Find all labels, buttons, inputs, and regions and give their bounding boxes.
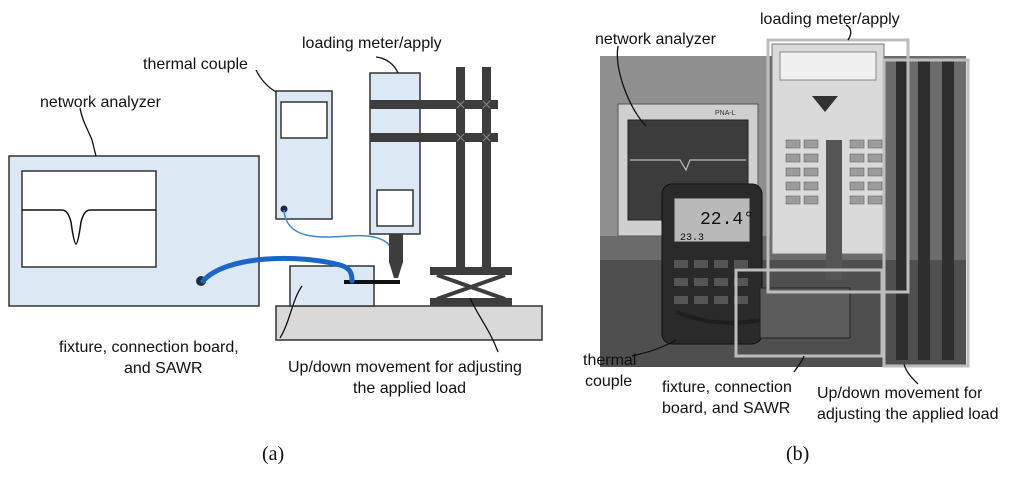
label-fixture-line2-a: and SAWR bbox=[124, 360, 203, 377]
photo-fixture bbox=[759, 287, 851, 339]
label-loading-meter-b: loading meter/apply bbox=[760, 11, 900, 28]
panel-a-schematic: network analyzer thermal couple loading … bbox=[8, 35, 543, 465]
load-probe-shaft bbox=[389, 234, 403, 262]
highlight-boxes bbox=[734, 38, 970, 368]
label-network-analyzer-a: network analyzer bbox=[40, 94, 162, 111]
stand-crossbar-bottom bbox=[370, 133, 498, 142]
caption-b: (b) bbox=[786, 443, 809, 465]
photo-pna-label: PNA-L bbox=[715, 110, 736, 117]
label-thermal-couple-a: thermal couple bbox=[143, 56, 248, 73]
leader-lines-a bbox=[79, 56, 499, 353]
photo-cable bbox=[675, 310, 761, 325]
fixture-block bbox=[289, 265, 375, 307]
loading-meter-screen bbox=[376, 189, 414, 227]
photo-meter-arrows bbox=[812, 96, 838, 112]
stand-rod-right bbox=[482, 67, 491, 273]
photo-thermal-buttons bbox=[674, 260, 748, 304]
stand-rod-left bbox=[456, 67, 465, 273]
scissor-lift bbox=[430, 267, 512, 306]
photo-reading-main: 22.4° bbox=[700, 210, 754, 230]
label-thermal-line2-b: couple bbox=[585, 373, 632, 390]
photo-loading-meter-panel bbox=[779, 51, 877, 81]
thermal-wire bbox=[283, 209, 393, 265]
highlight-stand bbox=[882, 58, 970, 368]
thermal-couple-port bbox=[280, 205, 288, 213]
photo-probe-shaft bbox=[826, 140, 842, 280]
panel-b-photo: PNA-L 22.4° 23.3 bbox=[583, 11, 998, 465]
label-network-analyzer-b: network analyzer bbox=[595, 31, 717, 48]
label-updown-line1-b: Up/down movement for bbox=[817, 385, 983, 402]
stand-crossbar-top bbox=[370, 100, 498, 109]
blue-cable bbox=[200, 255, 355, 284]
highlight-loading-meter bbox=[766, 38, 910, 294]
photo-thermal-screen bbox=[673, 197, 751, 243]
label-updown-line2-b: adjusting the applied load bbox=[817, 406, 998, 423]
crossbar-joints bbox=[456, 100, 491, 142]
label-updown-line2-a: the applied load bbox=[353, 380, 466, 397]
network-analyzer-screen bbox=[21, 170, 157, 268]
caption-a: (a) bbox=[262, 443, 284, 465]
label-fixture-line1-a: fixture, connection board, bbox=[59, 339, 239, 356]
thermal-couple-screen bbox=[280, 101, 328, 139]
photo-stand-rods bbox=[896, 60, 954, 360]
highlight-fixture bbox=[734, 268, 884, 358]
leader-lines-b bbox=[616, 24, 919, 385]
label-loading-meter-a: loading meter/apply bbox=[302, 35, 442, 52]
label-thermal-line1-b: thermal bbox=[583, 352, 636, 369]
photo-keypad bbox=[785, 139, 883, 205]
photo-analyzer-trace bbox=[630, 159, 746, 172]
photo-reading-sub: 23.3 bbox=[680, 233, 704, 244]
label-updown-line1-a: Up/down movement for adjusting bbox=[288, 359, 522, 376]
base-platform bbox=[275, 305, 543, 341]
label-fixture-line2-b: board, and SAWR bbox=[662, 400, 790, 417]
resonance-dip-trace bbox=[22, 209, 156, 245]
load-probe-tip bbox=[389, 262, 403, 278]
sawr-board bbox=[344, 280, 400, 284]
label-fixture-line1-b: fixture, connection bbox=[662, 379, 792, 396]
